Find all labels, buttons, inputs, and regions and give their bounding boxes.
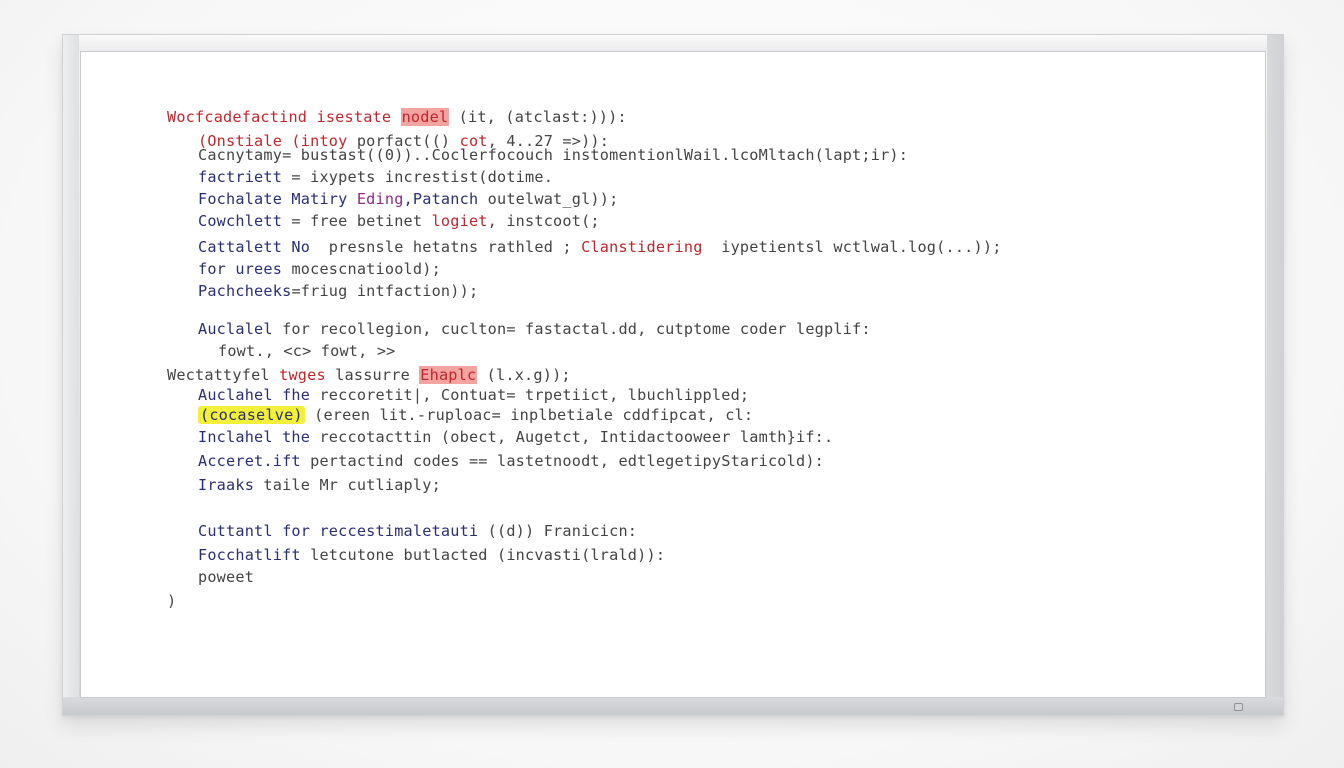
code-token: = ixypets increstist(dotime.	[282, 168, 554, 186]
code-token: logiet	[431, 212, 488, 230]
code-token: (it, (atclast:))):	[449, 108, 627, 126]
monitor-frame: Wocfcadefactind isestate nodel (it, (atc…	[62, 34, 1284, 716]
code-token: )	[167, 592, 177, 610]
frame-bottom-bevel	[63, 697, 1283, 715]
power-led-icon	[1234, 703, 1243, 711]
code-token: Eding	[356, 190, 404, 208]
code-token: Auclalel	[198, 320, 273, 338]
code-line: Pachcheeks=friug intfaction));	[198, 282, 478, 300]
code-line: for urees mocescnatioold);	[198, 260, 441, 278]
code-line: Cacnytamy= bustast((0))..Coclerfocouch i…	[198, 146, 908, 164]
code-token: Cowchlett	[198, 212, 283, 230]
code-token: lassurre	[325, 366, 420, 384]
code-line: Auclalel for recollegion, cuclton= fasta…	[198, 320, 871, 338]
frame-left-bevel	[63, 35, 79, 715]
code-token: pertactind codes == lastetnoodt, edtlege…	[310, 452, 825, 470]
frame-right-bevel	[1267, 35, 1283, 715]
code-token: Cattalett No	[198, 238, 320, 256]
code-line: Inclahel the reccotacttin (obect, Augetc…	[198, 428, 833, 446]
code-token: Fochalate Matiry	[198, 190, 357, 208]
code-token: cot	[459, 132, 488, 150]
code-line: poweet	[198, 568, 254, 586]
code-line: Cowchlett = free betinet logiet, instcoo…	[198, 212, 600, 230]
code-line: Fochalate Matiry Eding,Patanch outelwat_…	[198, 190, 618, 208]
code-token: Wocfcadefactind isestate	[167, 108, 401, 126]
code-line: fowt., <c> fowt, >>	[218, 342, 396, 360]
code-token: porfact(()	[356, 132, 460, 150]
code-token: mocescnatioold);	[291, 260, 441, 278]
code-line: Cattalett No presnsle hetatns rathled ; …	[198, 238, 1002, 256]
code-token: Clanstidering	[581, 238, 703, 256]
code-line: Wocfcadefactind isestate nodel (it, (atc…	[167, 108, 627, 126]
screen: Wocfcadefactind isestate nodel (it, (atc…	[80, 51, 1266, 698]
code-line: (Onstiale (intoy porfact(() cot, 4..27 =…	[198, 132, 609, 150]
code-line: Iraaks taile Mr cutliaply;	[198, 476, 441, 494]
code-token: Wectattyfel	[167, 366, 280, 384]
code-token: Auclahel fhe	[198, 386, 320, 404]
code-token: fowt., <c> fowt, >>	[218, 342, 396, 360]
code-token: ((d)) Franicicn:	[478, 522, 638, 540]
code-token: twges	[279, 366, 326, 384]
code-line: Auclahel fhe reccoretit|, Contuat= trpet…	[198, 386, 749, 404]
code-token: factriett	[198, 168, 283, 186]
code-token: (l.x.g));	[477, 366, 571, 384]
highlighted-token: Ehaplc	[419, 366, 478, 384]
code-line: (cocaselve) (ereen lit.-ruploac= inplbet…	[198, 406, 753, 424]
highlighted-token: nodel	[400, 108, 450, 126]
code-line: Cuttantl for reccestimaletauti ((d)) Fra…	[198, 522, 637, 540]
code-token: Focchatlift	[198, 546, 311, 564]
code-token: =friug intfaction));	[291, 282, 479, 300]
code-token: reccoretit|, Contuat= trpetiict, lbuchli…	[319, 386, 750, 404]
code-token: letcutone butlacted (incvasti(lrald)):	[310, 546, 666, 564]
frame-top-bevel	[63, 35, 1283, 51]
code-line: Acceret.ift pertactind codes == lastetno…	[198, 452, 824, 470]
highlighted-token: (cocaselve)	[198, 406, 305, 424]
code-line: Wectattyfel twges lassurre Ehaplc (l.x.g…	[167, 366, 571, 384]
code-editor[interactable]: Wocfcadefactind isestate nodel (it, (atc…	[81, 52, 1265, 697]
code-token: for recollegion, cuclton= fastactal.dd, …	[272, 320, 871, 338]
code-token: taile Mr cutliaply;	[263, 476, 441, 494]
code-token: Iraaks	[198, 476, 264, 494]
code-token: (ereen lit.-ruploac= inplbetiale cddfipc…	[304, 406, 754, 424]
code-token: iypetientsl wctlwal.log(...));	[702, 238, 1002, 256]
code-token: = free betinet	[282, 212, 432, 230]
code-token: ,Patanch	[403, 190, 488, 208]
code-line: Focchatlift letcutone butlacted (incvast…	[198, 546, 665, 564]
code-token: poweet	[198, 568, 255, 586]
code-token: (Onstiale (intoy	[198, 132, 357, 150]
code-token: presnsle hetatns rathled ;	[319, 238, 582, 256]
code-line: )	[167, 592, 176, 610]
code-token: Cuttantl for reccestimaletauti	[198, 522, 479, 540]
code-token: for urees	[198, 260, 292, 278]
code-token: reccotacttin (obect, Augetct, Intidactoo…	[319, 428, 834, 446]
code-line: factriett = ixypets increstist(dotime.	[198, 168, 553, 186]
code-token: Inclahel the	[198, 428, 320, 446]
code-token: Acceret.ift	[198, 452, 311, 470]
code-token: Cacnytamy= bustast((0))..Coclerfocouch i…	[198, 146, 909, 164]
code-token: outelwat_gl));	[487, 190, 619, 208]
code-token: Pachcheeks	[198, 282, 292, 300]
code-token: , 4..27 =>)):	[487, 132, 610, 150]
code-token: , instcoot(;	[487, 212, 600, 230]
